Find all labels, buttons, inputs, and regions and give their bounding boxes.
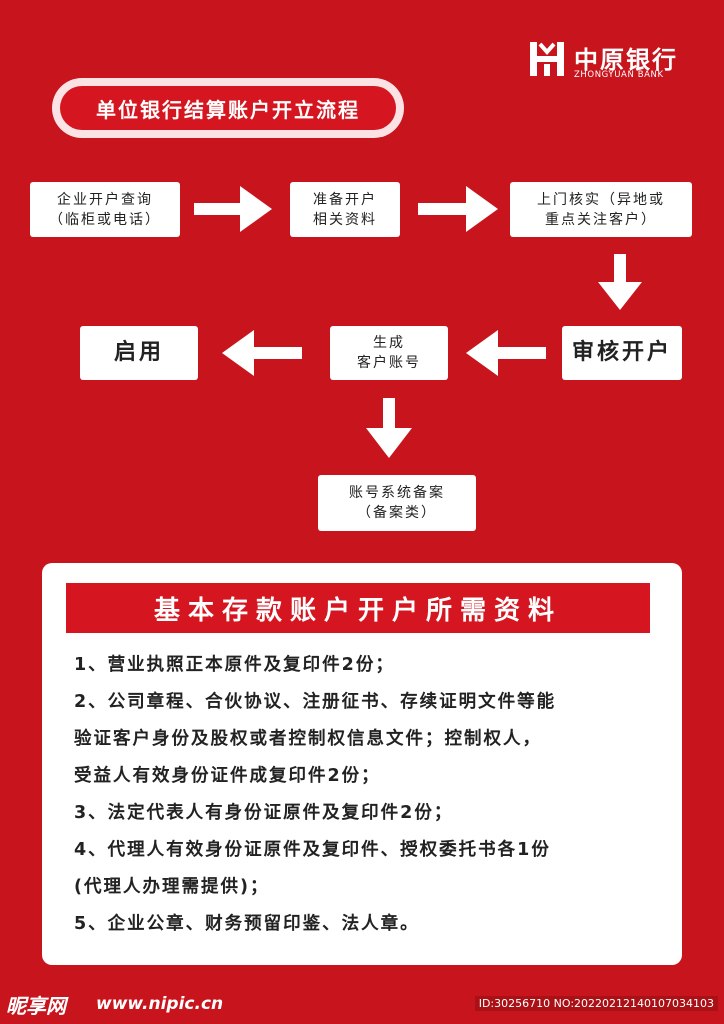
flow-step-filing-line2: （备案类） [357, 505, 437, 521]
flow-step-prepare: 准备开户 相关资料 [290, 182, 400, 237]
flow-step-generate-line1: 生成 [373, 335, 405, 351]
flow-step-generate-line2: 客户账号 [357, 355, 421, 371]
flow-step-review-label: 审核开户 [571, 340, 672, 365]
requirement-line: 4、代理人有效身份证原件及复印件、授权委托书各1份 [74, 840, 551, 860]
flow-step-activate: 启用 [80, 326, 198, 380]
bank-logo-icon [530, 42, 564, 76]
flow-step-generate: 生成 客户账号 [330, 326, 448, 380]
flow-step-activate-label: 启用 [113, 340, 164, 365]
flow-step-query-line1: 企业开户查询 [57, 191, 153, 208]
flow-step-filing-line1: 账号系统备案 [349, 485, 445, 501]
flow-step-prepare-line2: 相关资料 [313, 211, 377, 228]
arrow-down-icon [598, 254, 642, 310]
requirement-line: 受益人有效身份证件成复印件2份； [74, 766, 381, 786]
page-title-pill: 单位银行结算账户开立流程 [52, 78, 404, 138]
flow-step-verify-line1: 上门核实（异地或 [537, 191, 665, 208]
requirement-line: (代理人办理需提供)； [74, 877, 270, 897]
flow-step-filing: 账号系统备案 （备案类） [318, 475, 476, 531]
watermark-url: www.nipic.cn [96, 994, 224, 1014]
arrow-right-icon [194, 186, 272, 232]
flow-step-verify: 上门核实（异地或 重点关注客户） [510, 182, 692, 237]
arrow-down-icon [366, 398, 412, 458]
flow-step-query: 企业开户查询 （临柜或电话） [30, 182, 180, 237]
watermark-id: ID:30256710 NO:20220212140107034103 [474, 996, 718, 1011]
flow-step-prepare-line1: 准备开户 [313, 191, 377, 208]
bank-name-en: ZHONGYUAN BANK [574, 70, 664, 80]
requirement-line: 5、企业公章、财务预留印鉴、法人章。 [74, 914, 420, 934]
flow-step-review: 审核开户 [562, 326, 682, 380]
requirement-line: 3、法定代表人有身份证原件及复印件2份； [74, 803, 454, 823]
requirement-line: 验证客户身份及股权或者控制权信息文件；控制权人， [74, 729, 542, 749]
bank-logo: 中原银行 ZHONGYUAN BANK [528, 40, 708, 84]
arrow-left-icon [222, 330, 302, 376]
page-title: 单位银行结算账户开立流程 [60, 86, 396, 130]
arrow-left-icon [466, 330, 546, 376]
requirements-title: 基本存款账户开户所需资料 [66, 583, 650, 633]
requirements-list: 1、营业执照正本原件及复印件2份； 2、公司章程、合伙协议、注册征书、存续证明文… [74, 647, 664, 943]
arrow-right-icon [418, 186, 498, 232]
flow-step-verify-line2: 重点关注客户） [545, 211, 657, 228]
bank-name-cn: 中原银行 [574, 46, 678, 74]
requirement-line: 2、公司章程、合伙协议、注册征书、存续证明文件等能 [74, 692, 557, 712]
flow-step-query-line2: （临柜或电话） [49, 211, 161, 228]
requirement-line: 1、营业执照正本原件及复印件2份； [74, 655, 395, 675]
requirements-panel: 基本存款账户开户所需资料 1、营业执照正本原件及复印件2份； 2、公司章程、合伙… [42, 563, 682, 965]
watermark-logo: 昵享网 [6, 994, 66, 1018]
